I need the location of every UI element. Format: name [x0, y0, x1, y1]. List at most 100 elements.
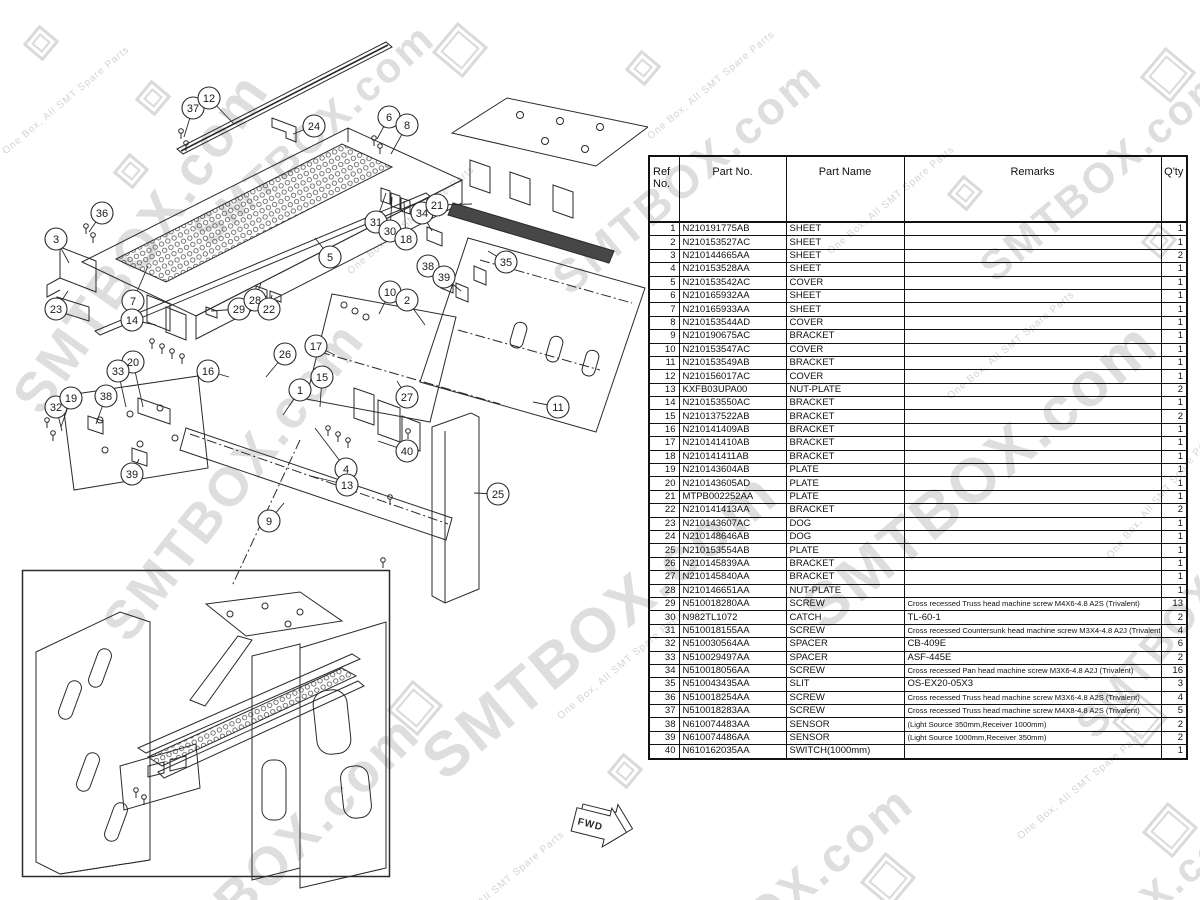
svg-text:19: 19 [65, 393, 77, 405]
cell-part_no: N510018155AA [678, 623, 787, 639]
cell-ref: 10 [648, 342, 680, 357]
cell-part_name: SLIT [785, 677, 905, 692]
svg-text:37: 37 [187, 103, 199, 115]
cell-part_name: BRACKET [785, 355, 905, 371]
balloon-14: 14 [120, 308, 156, 332]
cell-part_no: N210144665AA [678, 248, 787, 264]
balloon-15: 15 [310, 365, 334, 407]
balloon-16: 16 [196, 359, 229, 383]
balloon-35: 35 [488, 250, 518, 274]
cell-qty: 1 [1160, 396, 1188, 411]
balloon-18: 18 [394, 201, 418, 251]
cell-part_no: N210141410AB [678, 436, 787, 451]
balloon-1: 1 [283, 378, 312, 415]
cell-qty: 1 [1160, 476, 1188, 491]
cell-part_name: BRACKET [785, 449, 905, 465]
balloon-2: 2 [395, 288, 425, 325]
cell-qty: 1 [1160, 463, 1188, 478]
cell-part_no: N210143604AB [678, 463, 787, 478]
balloon-23: 23 [44, 291, 68, 321]
svg-text:21: 21 [431, 200, 443, 212]
cell-remarks [903, 302, 1162, 317]
svg-text:6: 6 [386, 112, 392, 124]
cell-remarks: OS-EX20-05X3 [903, 677, 1162, 692]
svg-text:7: 7 [130, 296, 136, 308]
qr-watermark-icon [1139, 46, 1197, 104]
cell-part_no: N510018056AA [678, 663, 787, 679]
cell-ref: 8 [648, 315, 680, 331]
cell-qty: 2 [1160, 248, 1188, 264]
cell-remarks [903, 556, 1162, 572]
cell-part_name: BRACKET [785, 329, 905, 344]
cell-ref: 19 [648, 463, 680, 478]
cell-part_no: N210165933AA [678, 302, 787, 317]
cell-part_name: SPACER [785, 650, 905, 665]
header-part-no: Part No. [678, 155, 787, 223]
cell-part_no: N510018283AA [678, 704, 787, 719]
inset-detail-view [23, 571, 390, 889]
cell-part_no: N210145840AA [678, 570, 787, 585]
cell-part_no: MTPB002252AA [678, 489, 787, 505]
cell-ref: 32 [648, 637, 680, 652]
cell-ref: 4 [648, 262, 680, 277]
cell-qty: 1 [1160, 543, 1188, 558]
cell-remarks [903, 449, 1162, 465]
cell-qty: 1 [1160, 329, 1188, 344]
cell-remarks: Cross recessed Truss head machine screw … [903, 596, 1162, 612]
cell-ref: 13 [648, 382, 680, 398]
balloon-38: 38 [94, 384, 118, 424]
cell-part_name: SCREW [785, 663, 905, 679]
table-header-row: Ref No. Part No. Part Name Remarks Q'ty [648, 155, 1188, 223]
cell-qty: 1 [1160, 369, 1188, 384]
balloon-26: 26 [266, 342, 297, 377]
svg-text:9: 9 [266, 516, 272, 528]
cell-ref: 20 [648, 476, 680, 491]
cell-part_name: SENSOR [785, 717, 905, 732]
header-qty: Q'ty [1160, 155, 1188, 223]
cell-qty: 1 [1160, 489, 1188, 505]
svg-text:34: 34 [416, 208, 428, 220]
cell-qty: 1 [1160, 221, 1188, 237]
cell-part_no: N510018280AA [678, 596, 787, 612]
cell-remarks: TL-60-1 [903, 610, 1162, 625]
cell-qty: 1 [1160, 744, 1188, 760]
cell-remarks [903, 489, 1162, 505]
cell-remarks [903, 543, 1162, 558]
cell-ref: 17 [648, 436, 680, 451]
cell-part_name: BRACKET [785, 409, 905, 424]
cell-part_name: COVER [785, 315, 905, 331]
parts-table-container: Ref No. Part No. Part Name Remarks Q'ty … [648, 155, 1188, 760]
cell-part_no: N210143607AC [678, 516, 787, 531]
cell-remarks [903, 221, 1162, 237]
cell-part_name: SHEET [785, 248, 905, 264]
cell-part_no: N210190675AC [678, 329, 787, 344]
cell-qty: 2 [1160, 650, 1188, 665]
cell-part_no: N210153527AC [678, 235, 787, 250]
cell-part_no: N210143605AD [678, 476, 787, 491]
cell-part_name: SCREW [785, 596, 905, 612]
svg-text:10: 10 [384, 287, 396, 299]
cell-part_name: BRACKET [785, 503, 905, 518]
header-part-name: Part Name [785, 155, 905, 223]
balloon-25: 25 [474, 482, 510, 506]
cell-ref: 12 [648, 369, 680, 384]
cell-part_name: SHEET [785, 288, 905, 304]
svg-text:16: 16 [202, 366, 214, 378]
svg-text:4: 4 [343, 464, 349, 476]
cell-part_name: NUT-PLATE [785, 583, 905, 598]
cell-ref: 16 [648, 422, 680, 438]
cell-qty: 1 [1160, 436, 1188, 451]
cell-part_name: BRACKET [785, 396, 905, 411]
cell-remarks [903, 516, 1162, 531]
